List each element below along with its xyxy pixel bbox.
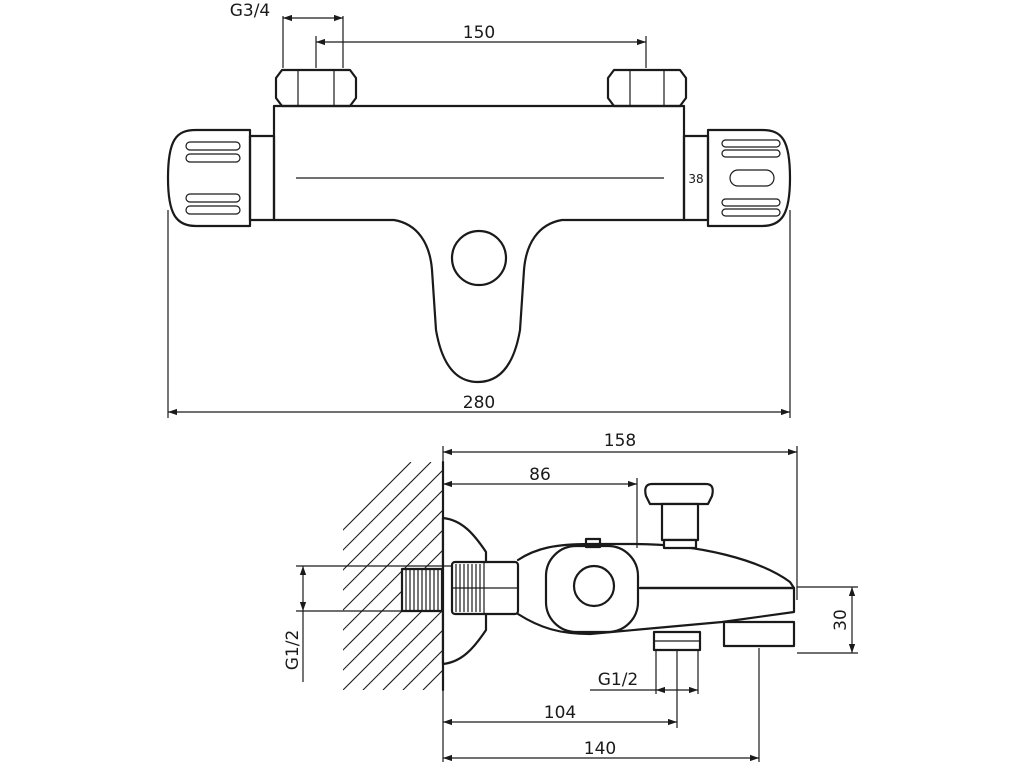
dim-depth-total: 158 xyxy=(442,431,798,600)
dim-wall-thread-label: G1/2 xyxy=(283,630,303,671)
side-view: 158 86 G1/2 G1/2 104 xyxy=(283,431,858,762)
dial-knob xyxy=(572,564,616,608)
wall-connector xyxy=(400,516,520,666)
temperature-mark: 38 xyxy=(688,172,703,186)
spout-tip xyxy=(722,620,796,648)
dial-cap xyxy=(584,537,602,549)
eccentric-nut xyxy=(450,560,520,616)
dim-wall-thread: G1/2 xyxy=(283,565,452,682)
dim-inlet-spacing-label: 150 xyxy=(463,23,495,43)
dim-overall-width: 280 xyxy=(167,210,791,418)
body-side-profile xyxy=(516,542,796,636)
wall-thread xyxy=(400,567,444,613)
diverter-knob xyxy=(644,482,714,550)
dim-spout-reach: 140 xyxy=(443,648,760,762)
dim-outlet-offset: 104 xyxy=(442,650,678,762)
outlet-hole xyxy=(450,229,508,287)
right-inlet-nut xyxy=(606,68,688,108)
left-handle-grip xyxy=(185,141,241,215)
dial-housing xyxy=(544,544,640,634)
dim-depth-total-label: 158 xyxy=(604,431,636,451)
right-handle-grip xyxy=(721,139,781,217)
dim-outlet-offset-label: 104 xyxy=(544,703,576,723)
dim-depth-body-label: 86 xyxy=(529,465,551,485)
dim-inlet-spacing: 150 xyxy=(315,23,647,68)
dim-outlet-thread-label: G1/2 xyxy=(598,670,639,690)
dim-outlet-thread: G1/2 xyxy=(590,650,699,694)
bottom-outlet xyxy=(652,630,702,652)
mixer-body xyxy=(272,104,686,384)
front-view: 38 G3/4 150 xyxy=(166,1,792,418)
dim-thread-top-label: G3/4 xyxy=(230,1,271,21)
left-inlet-nut xyxy=(274,68,358,108)
dim-thread-top: G3/4 xyxy=(230,1,344,68)
dim-spout-height: 30 xyxy=(797,586,858,654)
left-flow-handle xyxy=(166,128,276,228)
dim-depth-body: 86 xyxy=(443,465,638,548)
right-temperature-handle: 38 xyxy=(682,128,792,228)
dim-spout-reach-label: 140 xyxy=(584,739,616,759)
dim-spout-height-label: 30 xyxy=(831,609,851,631)
dim-overall-width-label: 280 xyxy=(463,393,495,413)
